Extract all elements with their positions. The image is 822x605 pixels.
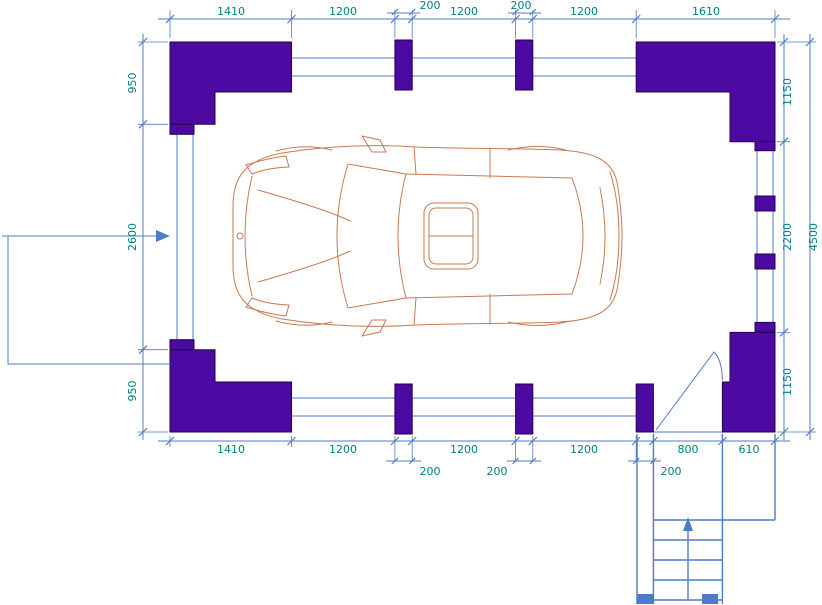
car-trunk xyxy=(599,171,620,301)
stair-newel xyxy=(637,594,654,604)
car-sunroof xyxy=(423,202,479,270)
car-headlight xyxy=(245,155,290,175)
dim-label: 2200 xyxy=(781,223,794,251)
wall-pier xyxy=(515,39,534,91)
dim-label: 1410 xyxy=(217,5,245,18)
door-swing xyxy=(655,351,723,431)
dim-label: 1610 xyxy=(692,5,720,18)
car-headlight xyxy=(245,297,290,317)
car-door-lines xyxy=(413,146,491,326)
car-body xyxy=(232,145,623,327)
wall-pier xyxy=(754,195,776,212)
car-hood-lines xyxy=(257,189,351,283)
car-windshield xyxy=(336,163,407,309)
entry-arrow-icon xyxy=(2,230,170,365)
dim-label: 1150 xyxy=(781,78,794,106)
wall-pier xyxy=(754,253,776,270)
stairs-up-arrow-icon xyxy=(683,517,693,531)
wall-infill-lines xyxy=(176,57,774,433)
stair-newel xyxy=(702,594,718,604)
dim-label: 1200 xyxy=(450,443,478,456)
car-roof-lines xyxy=(405,173,573,299)
wall-pier xyxy=(169,339,195,351)
dim-label: 200 xyxy=(419,0,441,12)
dim-label: 800 xyxy=(677,443,699,456)
dim-label: 950 xyxy=(126,72,139,94)
wall-corner-bottom-left xyxy=(169,349,292,433)
car-emblem xyxy=(236,232,244,240)
dim-label: 4500 xyxy=(807,223,820,251)
dim-label: 200 xyxy=(510,0,532,12)
dim-label: 1200 xyxy=(329,5,357,18)
dim-label: 200 xyxy=(660,465,682,478)
car-top-view xyxy=(232,135,623,337)
wall-pier xyxy=(635,383,654,433)
car-wheel-arches xyxy=(275,146,567,326)
dim-label: 200 xyxy=(486,465,508,478)
car-mirror xyxy=(361,135,387,337)
wall-pier xyxy=(394,383,413,435)
dim-label: 200 xyxy=(419,465,441,478)
dim-label: 1200 xyxy=(450,5,478,18)
dim-label: 1200 xyxy=(570,5,598,18)
wall-pier xyxy=(754,321,776,332)
wall-pier xyxy=(394,39,413,91)
wall-corner-top-right xyxy=(635,41,776,143)
wall-corner-top-left xyxy=(169,41,292,125)
dim-label: 1200 xyxy=(570,443,598,456)
dim-label: 610 xyxy=(738,443,760,456)
staircase xyxy=(636,434,776,604)
dim-label: 1150 xyxy=(781,368,794,396)
dim-label: 1200 xyxy=(329,443,357,456)
wall-corner-bottom-right xyxy=(721,331,776,433)
wall-pier xyxy=(515,383,534,435)
dim-label: 1410 xyxy=(217,443,245,456)
dim-label: 950 xyxy=(126,380,139,402)
dim-label: 2600 xyxy=(126,223,139,251)
wall-pier xyxy=(754,141,776,152)
walls xyxy=(169,39,776,435)
wall-pier xyxy=(169,123,195,135)
car-rear-window xyxy=(571,177,584,295)
